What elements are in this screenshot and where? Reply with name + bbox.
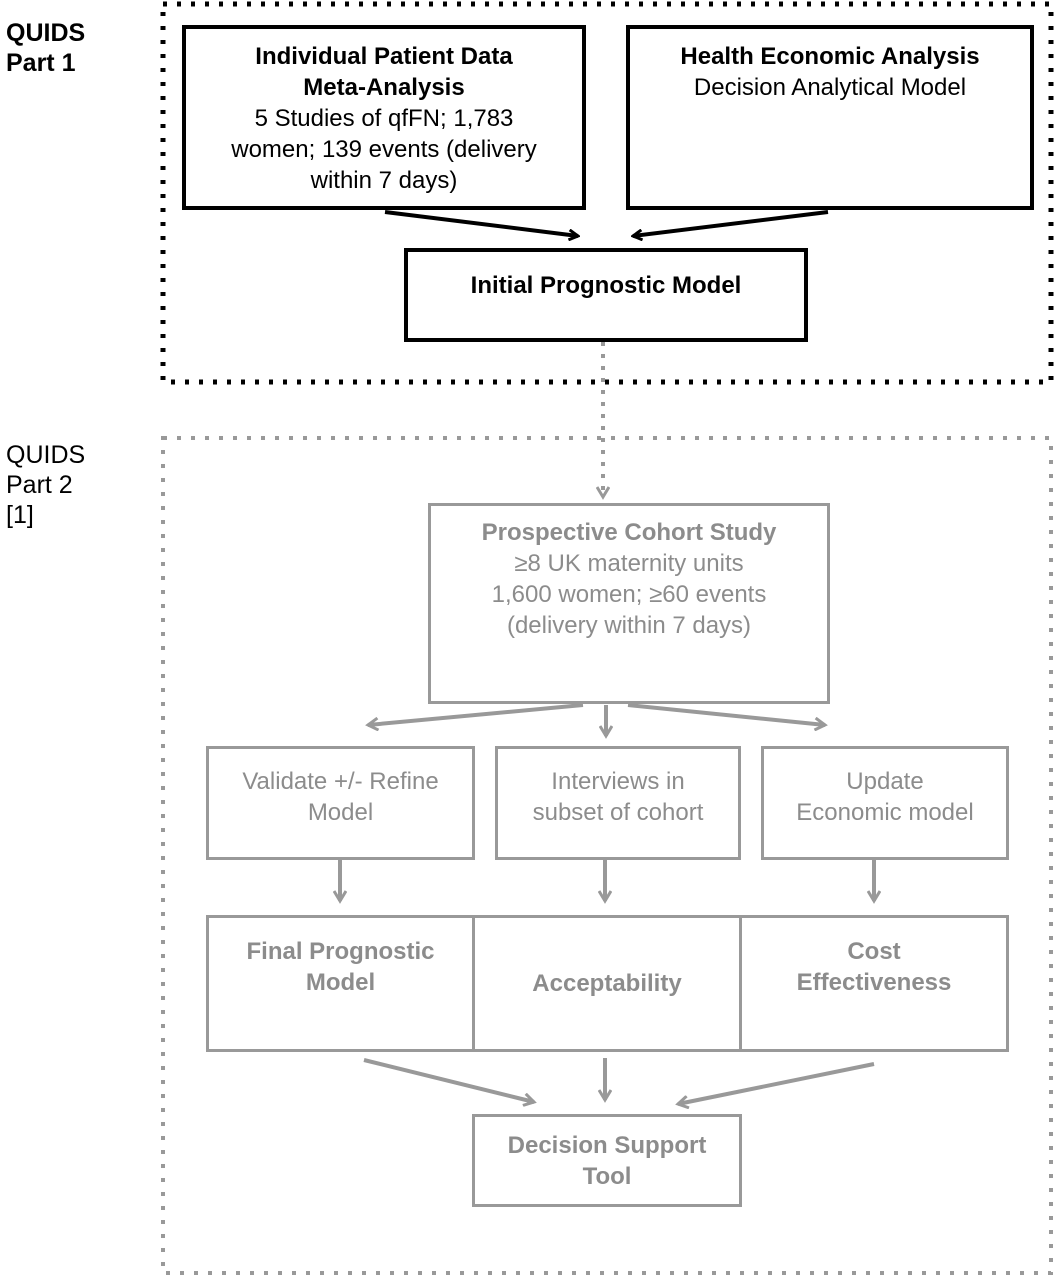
part2-label-line: QUIDS (6, 441, 86, 469)
initial-prognostic-model-box: Initial Prognostic Model (404, 248, 808, 342)
ipd-detail: 5 Studies of qfFN; 1,783 (254, 105, 514, 132)
part1-label-line: QUIDS (6, 19, 86, 47)
update-text: Economic model (796, 799, 974, 826)
final-model-text: Model (305, 969, 376, 996)
part2-label: QUIDS Part 2 [1] (6, 440, 85, 530)
validate-box: Validate +/- Refine Model (206, 746, 475, 860)
cohort-title: Prospective Cohort Study (481, 519, 777, 546)
ipd-detail: women; 139 events (delivery (231, 136, 537, 163)
cohort-detail: 1,600 women; ≥60 events (491, 581, 767, 608)
update-economic-box: Update Economic model (761, 746, 1009, 860)
decision-tool-text: Tool (582, 1163, 632, 1190)
ipd-title: Individual Patient Data (255, 43, 513, 70)
part2-label-line: [1] (6, 501, 34, 529)
initial-model-label: Initial Prognostic Model (470, 272, 742, 299)
cohort-detail: ≥8 UK maternity units (514, 550, 744, 577)
cost-effectiveness-box: Cost Effectiveness (739, 915, 1009, 1052)
decision-tool-text: Decision Support (507, 1132, 707, 1159)
interviews-text: subset of cohort (532, 799, 704, 826)
final-model-text: Final Prognostic (246, 938, 435, 965)
interviews-box: Interviews in subset of cohort (495, 746, 741, 860)
arrow-final-to-tool (363, 1058, 534, 1102)
ipd-meta-analysis-box: Individual Patient Data Meta-Analysis 5 … (182, 25, 586, 210)
acceptability-text: Acceptability (532, 970, 682, 997)
hea-subtitle: Decision Analytical Model (693, 74, 967, 101)
ipd-detail: within 7 days) (310, 167, 458, 194)
prospective-cohort-box: Prospective Cohort Study ≥8 UK maternity… (428, 503, 830, 704)
arrow-cohort-to-validate (368, 703, 584, 725)
health-economic-box: Health Economic Analysis Decision Analyt… (626, 25, 1034, 210)
final-prognostic-model-box: Final Prognostic Model (206, 915, 475, 1052)
cost-text: Effectiveness (796, 969, 952, 996)
cost-text: Cost (847, 938, 901, 965)
interviews-text: Interviews in (551, 768, 685, 795)
arrow-hea-to-initial (633, 210, 829, 236)
arrow-cohort-to-update (627, 703, 825, 725)
hea-title: Health Economic Analysis (680, 43, 980, 70)
part1-frame (160, 1, 1054, 385)
validate-text: Validate +/- Refine (242, 768, 439, 795)
validate-text: Model (307, 799, 374, 826)
part2-frame (161, 436, 1053, 1275)
update-text: Update (846, 768, 924, 795)
arrow-cost-to-tool (678, 1062, 875, 1104)
acceptability-box: Acceptability (472, 915, 742, 1052)
part2-label-line: Part 2 (6, 471, 73, 499)
ipd-title: Meta-Analysis (303, 74, 465, 101)
arrow-ipd-to-initial (384, 210, 578, 236)
decision-support-tool-box: Decision Support Tool (472, 1114, 742, 1207)
part1-label: QUIDS Part 1 (6, 18, 85, 78)
cohort-detail: (delivery within 7 days) (506, 612, 752, 639)
part1-label-line: Part 1 (6, 49, 76, 77)
